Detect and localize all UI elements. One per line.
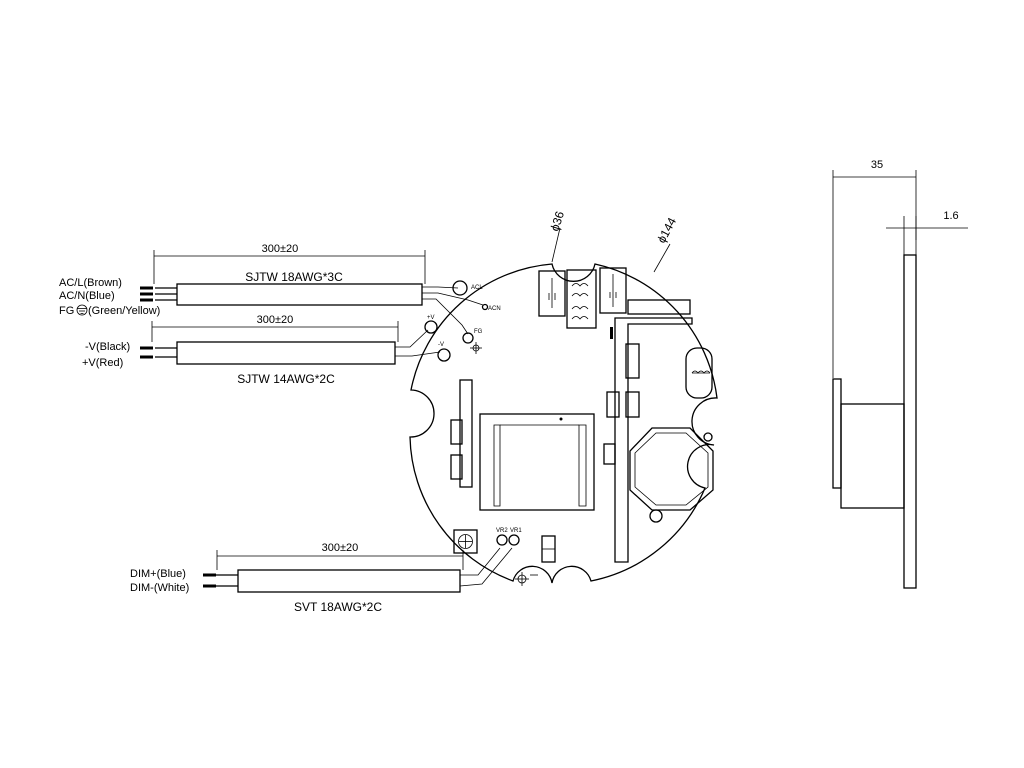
oval-inductor: [685, 347, 713, 399]
thickness-label: 1.6: [943, 210, 958, 222]
svg-text:ACL: ACL: [471, 285, 483, 291]
wire-label-fg: FG: [59, 305, 74, 317]
pad-vr2: [496, 534, 508, 546]
svg-text:-V: -V: [438, 342, 444, 348]
common-mode-choke: [566, 269, 597, 329]
dimming-potentiometer: [453, 529, 478, 554]
dc-length-label: 300±20: [257, 314, 294, 326]
wire-tip-green-yellow: [140, 298, 153, 302]
side-component-body: [840, 403, 905, 509]
dc-cable-type-label: SJTW 14AWG*2C: [237, 372, 335, 386]
wire-tip-brown: [140, 286, 153, 290]
dim-cable-jacket: [237, 569, 461, 593]
svg-text:FG: FG: [474, 329, 483, 335]
wire-label-fg-color: (Green/Yellow): [88, 305, 160, 317]
ac-cable-type-label: SJTW 18AWG*3C: [245, 270, 343, 284]
ac-cable-jacket: [176, 283, 423, 306]
dc-cable-jacket: [176, 341, 396, 365]
pad-fg: [462, 332, 474, 344]
pcb-outline: [409, 263, 718, 584]
svg-text:VR1: VR1: [510, 528, 522, 534]
wire-label-acl: AC/L(Brown): [59, 277, 122, 289]
pcb-top-view: ϕ36 ϕ144 ACL ACN FG +V -V: [409, 209, 718, 586]
pad-plus-v: [424, 320, 438, 334]
dc-cable: 300±20 -V(Black) +V(Red) SJTW 14AWG*2C: [82, 314, 441, 386]
wire-label-plus-v: +V(Red): [82, 357, 123, 369]
svg-text:ACN: ACN: [488, 306, 501, 312]
pad-acn: [481, 303, 489, 311]
left-component-1: [450, 419, 463, 445]
wire-label-acn: AC/N(Blue): [59, 290, 115, 302]
left-heatsink: [459, 379, 473, 488]
heatsink-rail: [614, 317, 693, 563]
x-capacitor-right: [599, 267, 627, 314]
component-rect-2: [606, 391, 620, 418]
mounting-hole: [649, 509, 663, 523]
bottom-ground-symbol-icon: [515, 572, 538, 586]
side-view: 35 1.6: [832, 159, 968, 589]
side-component-cap: [832, 378, 842, 489]
ac-cable: 300±20 SJTW 18AWG*3C AC/L(Brown) AC/N(Bl…: [59, 243, 484, 335]
board-diameter-label: ϕ144: [654, 215, 679, 245]
ac-length-label: 300±20: [262, 243, 299, 255]
wire-tip-black: [140, 346, 153, 350]
ground-symbol-icon: [76, 304, 88, 316]
pad-minus-v: [437, 348, 451, 362]
wire-label-minus-v: -V(Black): [85, 341, 130, 353]
svg-text:VR2: VR2: [496, 528, 508, 534]
component-rect-1: [625, 343, 640, 379]
dim-cable-type-label: SVT 18AWG*2C: [294, 600, 382, 614]
wire-tip-red: [140, 355, 153, 359]
fg-chassis-symbol-icon: [470, 342, 482, 354]
dim-length-label: 300±20: [322, 542, 359, 554]
component-rect-4: [603, 443, 616, 465]
wire-tip-dim-white: [203, 584, 216, 588]
wire-tip-blue: [140, 292, 153, 296]
pad-vr1: [508, 534, 520, 546]
svg-text:+V: +V: [427, 315, 435, 321]
octagonal-transformer: [629, 427, 714, 511]
component-rect-3: [625, 391, 640, 418]
dim-cable: 300±20 DIM+(Blue) DIM-(White) SVT 18AWG*…: [130, 542, 513, 614]
wire-label-dim-plus: DIM+(Blue): [130, 568, 186, 580]
height-label: 35: [871, 159, 883, 171]
wire-label-dim-minus: DIM-(White): [130, 582, 189, 594]
top-heatsink-strip: [627, 299, 691, 315]
side-board-profile: [903, 254, 917, 589]
pad-acl: [452, 280, 468, 296]
wire-tip-dim-blue: [203, 573, 216, 577]
left-component-2: [450, 454, 463, 480]
x-capacitor-left: [538, 270, 566, 317]
notch-diameter-label: ϕ36: [548, 209, 568, 233]
main-transformer: [479, 413, 595, 511]
